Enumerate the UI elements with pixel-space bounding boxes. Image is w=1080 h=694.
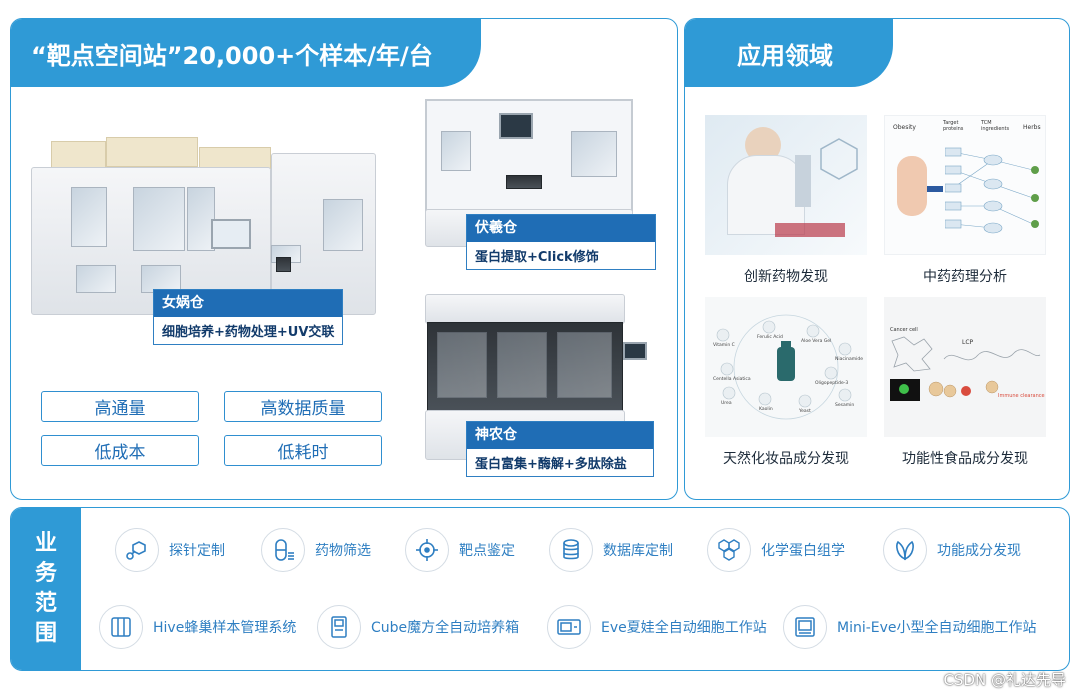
probe-icon: [115, 528, 159, 572]
biz-chemoproteomics[interactable]: 化学蛋白组学: [707, 528, 845, 572]
biz-label-hive-system: Hive蜂巢样本管理系统: [153, 620, 297, 636]
functional-food-image: Cancer cell LCP Immune clearance: [884, 297, 1046, 437]
platform-panel: “靶点空间站”20,000+个样本/年/台 女娲仓 细胞培养+药物处理+UV交联…: [10, 18, 678, 500]
cos-vitamin-c: Vitamin C: [713, 343, 735, 348]
capsule-icon: [261, 528, 305, 572]
feature-high-data-quality: 高数据质量: [224, 391, 382, 422]
app-cosmetics: Vitamin C Ferulic Acid Aloe Vera Gel Nia…: [705, 297, 867, 468]
scope-char-3: 范: [34, 591, 57, 616]
crosshair-icon: [405, 528, 449, 572]
nuwa-machine-image: [31, 137, 381, 327]
scope-char-4: 围: [34, 621, 57, 646]
nuwa-label-card: 女娲仓 细胞培养+药物处理+UV交联: [153, 289, 343, 345]
biz-functional-ingredients[interactable]: 功能成分发现: [883, 528, 1021, 572]
biz-label-chemoproteomics: 化学蛋白组学: [761, 543, 845, 559]
business-scope-panel: 业 务 范 围 探针定制 药物筛选 靶点鉴定 数据库定制 化学蛋白组学: [10, 507, 1070, 671]
biz-label-probe-custom: 探针定制: [169, 543, 225, 559]
nuwa-name: 女娲仓: [154, 290, 342, 317]
cos-niacinamide: Niacinamide: [835, 357, 863, 362]
fuxi-label-card: 伏羲仓 蛋白提取+Click修饰: [466, 214, 656, 270]
biz-label-target-identification: 靶点鉴定: [459, 543, 515, 559]
mini-eve-icon: [783, 605, 827, 649]
cos-urea: Urea: [721, 401, 732, 406]
app-label-cosmetics: 天然化妆品成分发现: [723, 451, 849, 467]
app-drug-discovery: 创新药物发现: [705, 115, 867, 286]
app-functional-food: Cancer cell LCP Immune clearance 功能性食品成分…: [884, 297, 1046, 468]
biz-probe-custom[interactable]: 探针定制: [115, 528, 225, 572]
tcm-herbs-text: Herbs: [1023, 124, 1041, 131]
app-label-drug-discovery: 创新药物发现: [744, 269, 828, 285]
biz-label-database-custom: 数据库定制: [603, 543, 673, 559]
app-tcm-analysis: Obesity Target proteins TCM ingredients …: [884, 115, 1046, 286]
feature-low-cost: 低成本: [41, 435, 199, 466]
cos-aloe-vera: Aloe Vera Gel: [801, 339, 832, 344]
biz-label-mini-eve-workstation: Mini-Eve小型全自动细胞工作站: [837, 620, 1037, 636]
biz-target-identification[interactable]: 靶点鉴定: [405, 528, 515, 572]
shennong-desc: 蛋白富集+酶解+多肽除盐: [475, 457, 627, 472]
tcm-network-image: Obesity Target proteins TCM ingredients …: [884, 115, 1046, 255]
drug-discovery-image: [705, 115, 867, 255]
biz-drug-screening[interactable]: 药物筛选: [261, 528, 371, 572]
database-icon: [549, 528, 593, 572]
app-label-tcm-analysis: 中药药理分析: [923, 269, 1007, 285]
scope-char-2: 务: [34, 561, 57, 586]
cos-oligopeptide: Oligopeptide-3: [815, 381, 849, 386]
platform-title: “靶点空间站”20,000+个样本/年/台: [11, 19, 481, 87]
hive-icon: [99, 605, 143, 649]
biz-cube-incubator[interactable]: Cube魔方全自动培养箱: [317, 605, 519, 649]
biz-mini-eve-workstation[interactable]: Mini-Eve小型全自动细胞工作站: [783, 605, 1037, 649]
application-panel: 应用领域 创新药物发现 Obesity Target proteins TCM …: [684, 18, 1070, 500]
biz-label-drug-screening: 药物筛选: [315, 543, 371, 559]
cos-centella: Centella Asiatica: [713, 377, 751, 382]
cos-ferulic-acid: Ferulic Acid: [757, 335, 783, 340]
biz-label-eve-workstation: Eve夏娃全自动细胞工作站: [601, 620, 767, 636]
fuxi-name: 伏羲仓: [467, 215, 655, 242]
biz-label-functional-ingredients: 功能成分发现: [937, 543, 1021, 559]
cube-incubator-icon: [317, 605, 361, 649]
biz-eve-workstation[interactable]: Eve夏娃全自动细胞工作站: [547, 605, 767, 649]
tcm-obesity-text: Obesity: [893, 124, 916, 131]
hexagon-icon: [707, 528, 751, 572]
food-lcp-text: LCP: [962, 339, 974, 346]
application-title: 应用领域: [685, 19, 893, 87]
csdn-watermark: CSDN @礼达先导: [943, 671, 1066, 689]
food-immune-clearance-text: Immune clearance: [998, 393, 1045, 399]
biz-label-cube-incubator: Cube魔方全自动培养箱: [371, 620, 520, 636]
feature-high-throughput: 高通量: [41, 391, 199, 422]
cosmetics-ingredients-image: Vitamin C Ferulic Acid Aloe Vera Gel Nia…: [705, 297, 867, 437]
nuwa-desc: 细胞培养+药物处理+UV交联: [162, 325, 335, 340]
business-scope-title: 业 务 范 围: [11, 508, 81, 670]
cos-sesamin: Sesamin: [835, 403, 855, 408]
fuxi-desc: 蛋白提取+Click修饰: [475, 250, 599, 265]
biz-hive-system[interactable]: Hive蜂巢样本管理系统: [99, 605, 296, 649]
tcm-ingredients-text: TCM ingredients: [981, 120, 1010, 132]
shennong-label-card: 神农仓 蛋白富集+酶解+多肽除盐: [466, 421, 654, 477]
tcm-target-text: Target proteins: [943, 120, 964, 132]
cos-kaolin: Kaolin: [759, 407, 773, 412]
shennong-name: 神农仓: [467, 422, 653, 449]
feature-low-time: 低耗时: [224, 435, 382, 466]
app-label-functional-food: 功能性食品成分发现: [902, 451, 1028, 467]
leaf-icon: [883, 528, 927, 572]
cos-yeast: Yeast: [799, 409, 811, 414]
biz-database-custom[interactable]: 数据库定制: [549, 528, 673, 572]
food-cancer-cell-text: Cancer cell: [890, 327, 918, 333]
eve-workstation-icon: [547, 605, 591, 649]
scope-char-1: 业: [34, 531, 57, 556]
